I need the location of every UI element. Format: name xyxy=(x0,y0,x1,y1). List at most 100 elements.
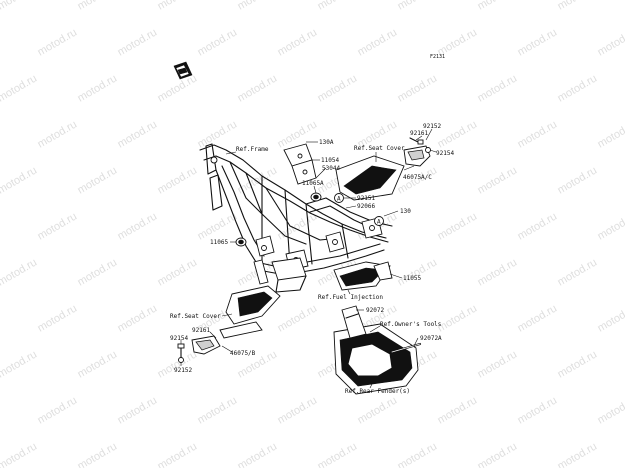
watermark-text: motod.ru xyxy=(0,164,39,196)
watermark-text: motod.ru xyxy=(436,394,480,426)
watermark-text: motod.ru xyxy=(0,348,39,380)
watermark-text: motod.ru xyxy=(596,210,625,242)
watermark-text: motod.ru xyxy=(236,0,280,13)
watermark-text: motod.ru xyxy=(516,210,560,242)
watermark-text: motod.ru xyxy=(276,118,320,150)
watermark-text: motod.ru xyxy=(556,0,600,13)
callout-92072: 92072 xyxy=(366,307,384,314)
watermark-text: motod.ru xyxy=(276,210,320,242)
callout-92066: 92066 xyxy=(357,203,375,210)
callout-92152-left: 92152 xyxy=(174,367,192,374)
watermark-text: motod.ru xyxy=(516,302,560,334)
callout-ref-frame: Ref.Frame xyxy=(236,146,269,153)
watermark-text: motod.ru xyxy=(76,256,120,288)
seat-cover-bracket-right xyxy=(335,145,431,201)
watermark-text: motod.ru xyxy=(196,210,240,242)
watermark-text: motod.ru xyxy=(116,26,160,58)
watermark-text: motod.ru xyxy=(76,440,120,468)
watermark-text: motod.ru xyxy=(396,440,440,468)
watermark-text: motod.ru xyxy=(76,0,120,13)
watermark-text: motod.ru xyxy=(516,26,560,58)
grommet-11065 xyxy=(235,237,247,247)
watermark-text: motod.ru xyxy=(316,0,360,13)
watermark-text: motod.ru xyxy=(36,26,80,58)
callout-130a: 130A xyxy=(319,139,334,146)
watermark-text: motod.ru xyxy=(36,118,80,150)
watermark-text: motod.ru xyxy=(476,256,520,288)
marker-a-2: A xyxy=(374,216,384,226)
callout-130: 130 xyxy=(400,208,411,215)
callout-46075b: 46075/B xyxy=(230,350,256,357)
watermark-text: motod.ru xyxy=(36,394,80,426)
watermark-text: motod.ru xyxy=(596,26,625,58)
callout-ref-rear-fender: Ref.Rear Fender(s) xyxy=(345,388,410,395)
watermark-text: motod.ru xyxy=(116,118,160,150)
callout-ref-fuel-injection: Ref.Fuel Injection xyxy=(318,294,383,301)
bolt-set-right xyxy=(409,137,431,153)
watermark-text: motod.ru xyxy=(436,302,480,334)
watermark-text: motod.ru xyxy=(156,256,200,288)
marker-a-1: A xyxy=(334,193,344,203)
watermark-text: motod.ru xyxy=(156,348,200,380)
watermark-text: motod.ru xyxy=(36,210,80,242)
watermark-text: motod.ru xyxy=(476,440,520,468)
main-frame xyxy=(199,143,393,293)
watermark-text: motod.ru xyxy=(276,26,320,58)
grommet-11065a xyxy=(310,192,322,202)
watermark-text: motod.ru xyxy=(276,394,320,426)
seat-cover-bracket-left xyxy=(191,285,281,355)
watermark-text: motod.ru xyxy=(316,440,360,468)
callout-ref-seat-cover-right: Ref.Seat Cover xyxy=(354,145,405,152)
watermark-text: motod.ru xyxy=(556,348,600,380)
watermark-text: motod.ru xyxy=(596,394,625,426)
watermark-text: motod.ru xyxy=(276,302,320,334)
watermark-text: motod.ru xyxy=(0,256,39,288)
tool-strap-92072a xyxy=(390,342,422,354)
callout-ref-seat-cover-left: Ref.Seat Cover xyxy=(170,313,221,320)
callout-labels: Ref.Frame 130A 11054 53044 11065A Ref.Se… xyxy=(170,123,454,395)
watermark-text: motod.ru xyxy=(556,164,600,196)
watermark-text: motod.ru xyxy=(476,164,520,196)
svg-text:A: A xyxy=(337,196,341,203)
watermark-text: motod.ru xyxy=(356,394,400,426)
callout-92161-right: 92161 xyxy=(410,130,428,137)
callout-53044: 53044 xyxy=(322,165,340,172)
callout-11055: 11055 xyxy=(403,275,421,282)
watermark-text: motod.ru xyxy=(396,0,440,13)
watermark-text: motod.ru xyxy=(0,440,39,468)
diagram-code: F2131 xyxy=(430,54,445,60)
bolt-set-left xyxy=(177,343,185,363)
watermark-text: motod.ru xyxy=(156,440,200,468)
manual-book-icon xyxy=(173,61,193,80)
watermark-text: motod.ru xyxy=(236,440,280,468)
watermark-text: motod.ru xyxy=(556,72,600,104)
watermark-text: motod.ru xyxy=(476,348,520,380)
watermark-text: motod.ru xyxy=(156,0,200,13)
callout-92154-right: 92154 xyxy=(436,150,454,157)
watermark-text: motod.ru xyxy=(0,72,39,104)
watermark-text: motod.ru xyxy=(436,118,480,150)
callout-92152-right: 92152 xyxy=(423,123,441,130)
watermark-text: motod.ru xyxy=(396,72,440,104)
watermark-text: motod.ru xyxy=(556,440,600,468)
watermark-text: motod.ru xyxy=(0,0,39,13)
watermark-text: motod.ru xyxy=(116,302,160,334)
watermark-text: motod.ru xyxy=(396,256,440,288)
callout-ref-owners-tools: Ref.Owner's Tools xyxy=(380,321,442,328)
watermark-text: motod.ru xyxy=(316,72,360,104)
watermark-text: motod.ru xyxy=(516,394,560,426)
watermark-text: motod.ru xyxy=(156,164,200,196)
callout-11054: 11054 xyxy=(321,157,339,164)
rear-fender xyxy=(333,305,419,395)
watermark-text: motod.ru xyxy=(556,256,600,288)
watermark-text: motod.ru xyxy=(116,210,160,242)
svg-text:A: A xyxy=(377,219,381,226)
watermark-text: motod.ru xyxy=(596,118,625,150)
callout-92072a: 92072A xyxy=(420,335,442,342)
bracket-11055 xyxy=(333,261,393,291)
watermark-text: motod.ru xyxy=(236,72,280,104)
watermark-text: motod.ru xyxy=(36,302,80,334)
callout-92154-left: 92154 xyxy=(170,335,188,342)
watermark-text: motod.ru xyxy=(156,72,200,104)
